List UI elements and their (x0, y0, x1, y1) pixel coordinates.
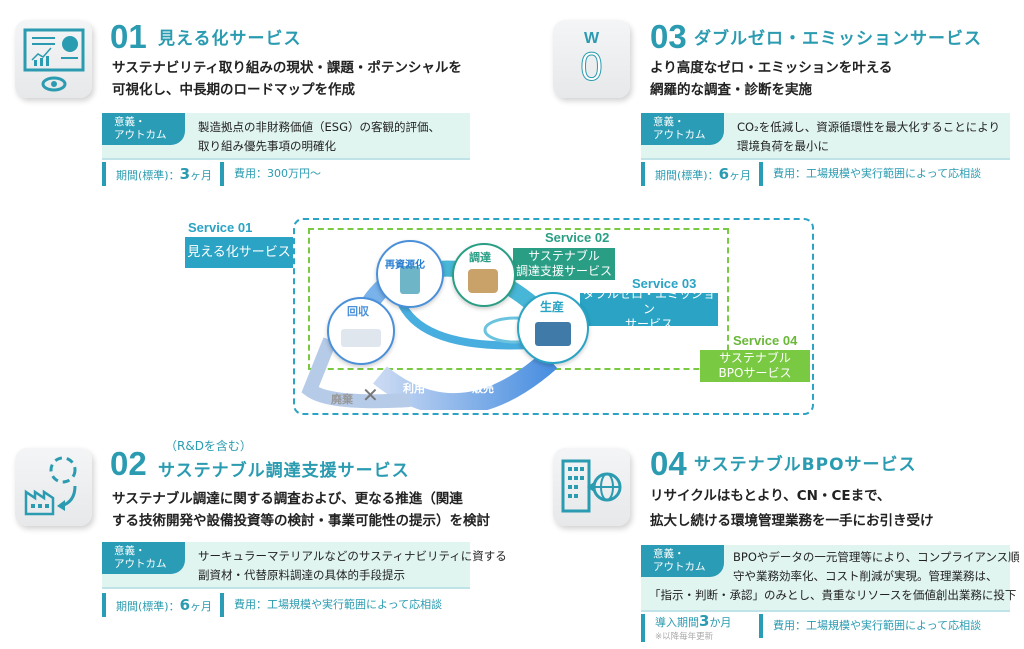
truck-icon (341, 329, 381, 347)
service-02-label: Service 02 (545, 230, 610, 245)
flow-use: 利用 (403, 382, 425, 395)
outcome-text: CO₂を低減し、資源循環性を最大化することにより環境負荷を最小に (737, 120, 1000, 153)
outcome-tab: 意義・アウトカム (641, 113, 724, 145)
period: 導入期間3か月※以降毎年更新 (641, 614, 731, 642)
outcome-box: 意義・アウトカム 製造拠点の非財務価値（ESG）の客観的評価、取り組み優先事項の… (102, 113, 470, 160)
cost: 費用：工場規模や実行範囲によって応相談 (220, 593, 442, 617)
node-produce-label: 生産 (540, 300, 565, 314)
service-number: 04 (650, 445, 687, 482)
outcome-text-1: BPOやデータの一元管理等により、コンプライアンス順守や業務効率化、コスト削減が… (733, 550, 1020, 583)
service-number: 03 (650, 18, 687, 55)
recycle-bin-icon (400, 266, 420, 294)
service-number: 02 (110, 445, 147, 482)
flow-sell: 販売 (472, 382, 494, 395)
service-title: サステナブルBPOサービス (694, 455, 917, 475)
service-01-box: 見える化サービス (185, 237, 293, 268)
outcome-text: サーキュラーマテリアルなどのサスティナビリティに資する副資材・代替原料調達の具体… (198, 549, 507, 582)
service-title: 見える化サービス (158, 29, 302, 49)
cost: 費用：300万円〜 (220, 162, 321, 186)
service-description: サステナブル調達に関する調査および、更なる推進（関連する技術開発や設備投資等の検… (112, 491, 490, 529)
node-procure (452, 243, 516, 307)
service-title: ダブルゼロ・エミッションサービス (694, 29, 982, 49)
outcome-box: 意義・アウトカム サーキュラーマテリアルなどのサスティナビリティに資する副資材・… (102, 542, 507, 589)
service-04-label: Service 04 (733, 333, 798, 348)
service-description: リサイクルはもとより、CN・CEまで、拡大し続ける環境管理業務を一手にお引き受け (650, 488, 934, 529)
outcome-text-2: 「指示・判断・承認」のみとし、貴重なリソースを価値創出業務に投下 (649, 588, 1017, 602)
node-procure-label: 調達 (469, 251, 491, 264)
service-description: より高度なゼロ・エミッションを叶える網羅的な調査・診断を実施 (650, 60, 893, 98)
service-02-box: サステナブル調達支援サービス (513, 248, 615, 280)
factory-icon (535, 322, 571, 346)
service-04-boundary (293, 218, 814, 415)
service-03-label: Service 03 (632, 276, 697, 291)
node-recycle-label: 再資源化 (385, 260, 425, 271)
service-03-box: ダブルゼロ・エミッションサービス (580, 287, 718, 331)
outcome-box: 意義・アウトカム BPOやデータの一元管理等により、コンプライアンス順守や業務効… (641, 545, 1020, 612)
service-description: サステナビリティ取り組みの現状・課題・ポテンシャルを可視化し、中長期のロードマッ… (112, 60, 462, 98)
outcome-text: 製造拠点の非財務価値（ESG）の客観的評価、取り組み優先事項の明確化 (198, 120, 440, 153)
service-01-label: Service 01 (188, 220, 253, 235)
cross-icon: ✕ (362, 383, 379, 407)
service-number: 01 (110, 18, 147, 55)
outcome-tab: 意義・アウトカム (641, 545, 724, 577)
dashboard-eye-icon (15, 20, 92, 98)
node-collect (327, 297, 395, 365)
outcome-tab: 意義・アウトカム (102, 113, 185, 145)
materials-icon (468, 269, 498, 293)
outcome-tab: 意義・アウトカム (102, 542, 185, 574)
flow-dispose: 廃棄 (331, 393, 353, 406)
period: 期間(標準)：6ヶ月 (641, 162, 751, 186)
cost: 費用：工場規模や実行範囲によって応相談 (759, 614, 981, 638)
period: 期間(標準)：6ヶ月 (102, 593, 212, 617)
service-subtitle: （R&Dを含む） (165, 439, 252, 453)
node-recycle (376, 240, 444, 308)
service-02-03-boundary (308, 228, 729, 370)
node-produce (517, 292, 589, 364)
double-zero-icon: W 0 (553, 20, 630, 98)
period: 期間(標準)：3ヶ月 (102, 162, 212, 186)
factory-cycle-icon (15, 448, 92, 526)
node-collect-label: 回収 (347, 305, 369, 318)
service-title: サステナブル調達支援サービス (158, 461, 410, 481)
building-globe-icon (553, 448, 630, 526)
cost: 費用：工場規模や実行範囲によって応相談 (759, 162, 981, 186)
outcome-box: 意義・アウトカム CO₂を低減し、資源循環性を最大化することにより環境負荷を最小… (641, 113, 1010, 160)
